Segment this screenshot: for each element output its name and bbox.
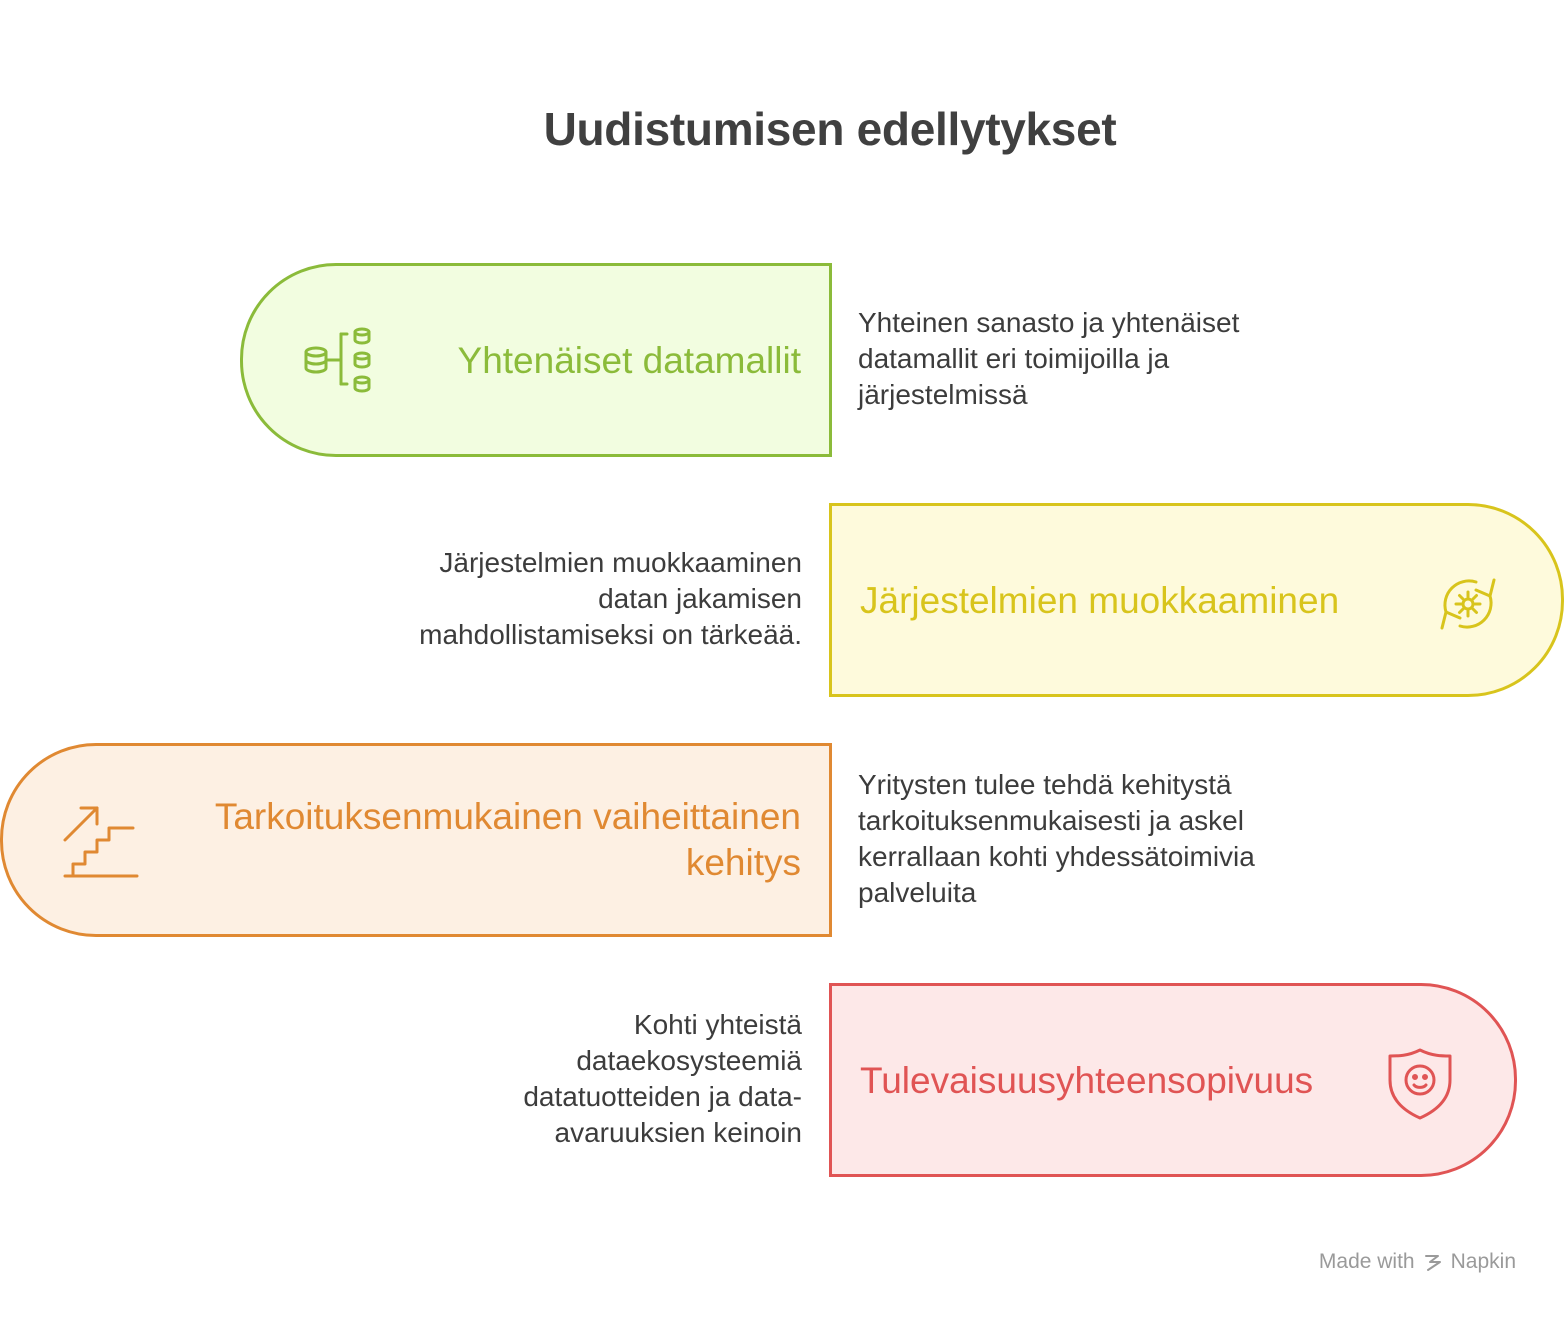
footer-watermark: Made with Napkin bbox=[1319, 1250, 1516, 1274]
database-tree-icon bbox=[301, 324, 377, 405]
pill-label: Yhtenäiset datamallit bbox=[457, 340, 801, 381]
page-title: Uudistumisen edellytykset bbox=[543, 103, 1117, 155]
pill-purposeful-development: Tarkoituksenmukainen vaiheittainen kehit… bbox=[0, 743, 832, 937]
description-future-compatibility: Kohti yhteistä dataekosysteemiä datatuot… bbox=[523, 1009, 802, 1148]
pill-label: Tarkoituksenmukainen vaiheittainen kehit… bbox=[214, 796, 801, 883]
napkin-logo-icon bbox=[1423, 1252, 1443, 1272]
pill-label: Järjestelmien muokkaaminen bbox=[860, 580, 1340, 621]
stairs-arrow-icon bbox=[61, 804, 141, 889]
description-purposeful-development: Yritysten tulee tehdä kehitystä tarkoitu… bbox=[858, 769, 1255, 908]
pill-label: Tulevaisuusyhteensopivuus bbox=[860, 1060, 1314, 1101]
gear-cycle-icon bbox=[1432, 568, 1504, 645]
footer-made-with: Made with bbox=[1318, 1250, 1415, 1273]
pill-system-modification: Järjestelmien muokkaaminen bbox=[829, 503, 1564, 697]
footer-brand: Napkin bbox=[1450, 1250, 1516, 1273]
description-unified-data-models: Yhteinen sanasto ja yhtenäiset datamalli… bbox=[858, 307, 1240, 410]
shield-face-icon bbox=[1384, 1046, 1456, 1127]
description-system-modification: Järjestelmien muokkaaminen datan jakamis… bbox=[419, 547, 802, 650]
pill-future-compatibility: Tulevaisuusyhteensopivuus bbox=[829, 983, 1517, 1177]
pill-unified-data-models: Yhtenäiset datamallit bbox=[240, 263, 832, 457]
